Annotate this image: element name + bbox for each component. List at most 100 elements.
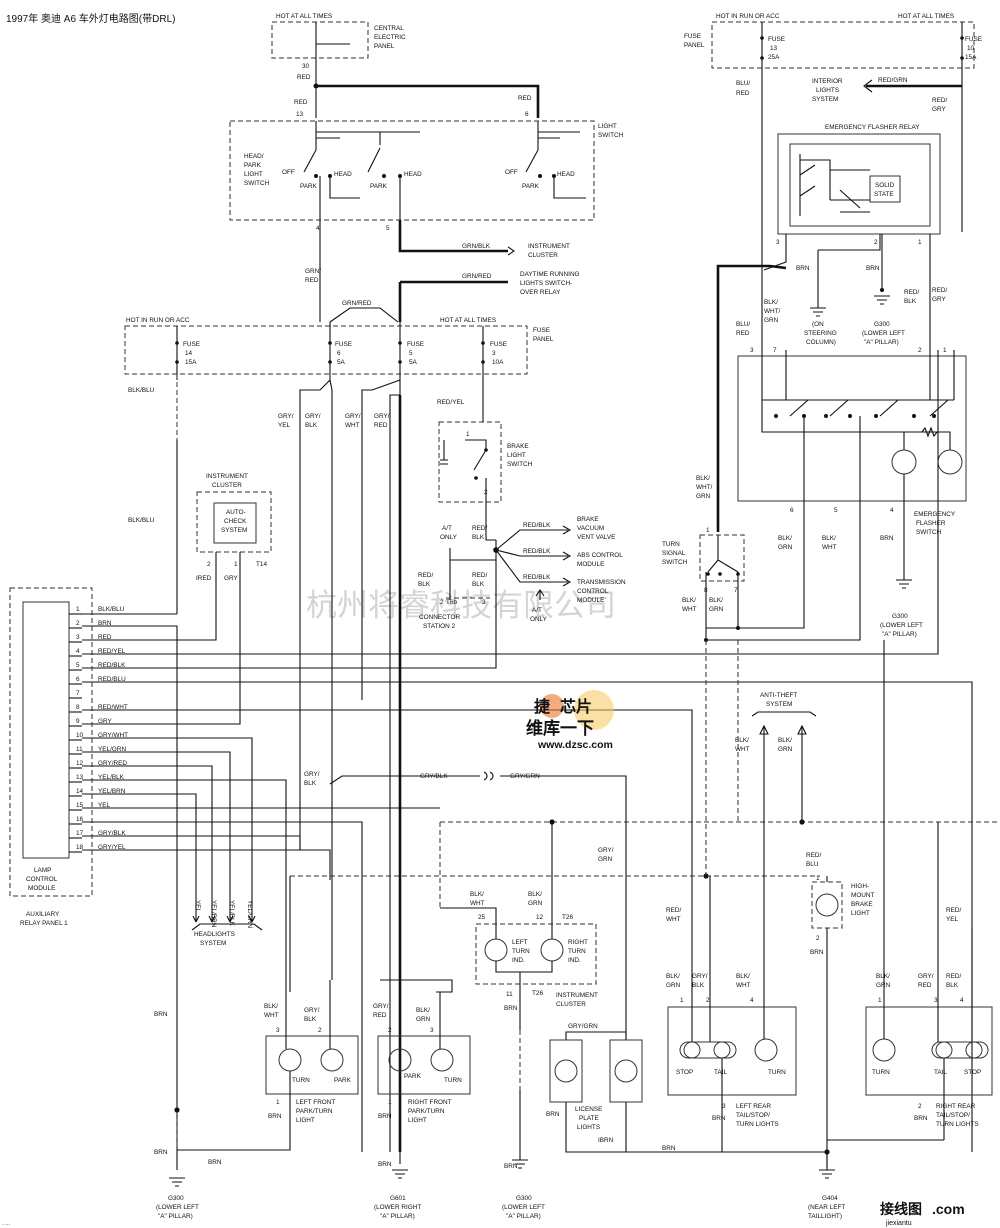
svg-text:BRAKE: BRAKE — [851, 901, 873, 908]
emergency-flasher-relay: EMERGENCY FLASHER RELAY SOLID STATE 3 2 … — [736, 120, 963, 350]
svg-text:INSTRUMENT: INSTRUMENT — [206, 473, 248, 480]
svg-text:EMERGENCY: EMERGENCY — [914, 511, 956, 518]
svg-text:GRY/GRN: GRY/GRN — [568, 1023, 598, 1030]
svg-text:(ON: (ON — [812, 321, 824, 328]
svg-text:(LOWER LEFT: (LOWER LEFT — [502, 1204, 545, 1211]
svg-text:GRN: GRN — [709, 606, 724, 613]
svg-text:RED/: RED/ — [806, 852, 821, 859]
svg-text:TURN: TURN — [512, 948, 530, 955]
svg-text:G300: G300 — [168, 1195, 184, 1202]
svg-text:GRY: GRY — [224, 575, 238, 582]
svg-text:RED/: RED/ — [472, 572, 487, 579]
svg-text:T26: T26 — [562, 914, 573, 921]
svg-text:LIGHT: LIGHT — [851, 910, 870, 917]
ground-g601: G601 (LOWER RIGHT "A" PILLAR) — [374, 1195, 421, 1220]
svg-text:PARK: PARK — [334, 1077, 352, 1084]
svg-text:GRN: GRN — [778, 544, 793, 551]
svg-text:(LOWER LEFT: (LOWER LEFT — [862, 330, 905, 337]
svg-text:GRY/: GRY/ — [304, 1007, 320, 1014]
svg-text:ONLY: ONLY — [530, 616, 548, 623]
svg-text:SWITCH: SWITCH — [244, 180, 270, 187]
svg-text:STATION 2: STATION 2 — [423, 623, 456, 630]
svg-text:SOLID: SOLID — [875, 182, 895, 189]
svg-text:VACUUM: VACUUM — [577, 525, 604, 532]
left-front-park-turn-light: BLK/ WHT GRY/ BLK 3 2 TURN PARK 1 LEFT F… — [264, 980, 359, 1124]
svg-text:ABS CONTROL: ABS CONTROL — [577, 552, 623, 559]
svg-text:BLK/: BLK/ — [822, 535, 836, 542]
svg-text:FUSE: FUSE — [768, 36, 785, 43]
svg-text:FLASHER: FLASHER — [916, 520, 946, 527]
svg-text:3: 3 — [750, 347, 754, 354]
svg-text:WHT/: WHT/ — [696, 484, 713, 491]
svg-text:RED: RED — [736, 330, 750, 337]
svg-text:YEL/BRN: YEL/BRN — [210, 900, 217, 928]
svg-text:1: 1 — [276, 1099, 280, 1106]
svg-text:BLK/: BLK/ — [682, 597, 696, 604]
svg-text:2: 2 — [207, 561, 211, 568]
svg-text:HEAD: HEAD — [404, 171, 422, 178]
svg-text:BLK: BLK — [692, 982, 705, 989]
svg-text:GRN: GRN — [666, 982, 681, 989]
svg-text:GRN/BLK: GRN/BLK — [462, 243, 491, 250]
svg-text:2: 2 — [874, 239, 878, 246]
svg-text:2: 2 — [440, 599, 444, 606]
svg-text:11: 11 — [506, 991, 513, 998]
lcm-pin-number: 18 — [76, 844, 84, 851]
svg-text:LIGHT: LIGHT — [598, 123, 617, 130]
svg-text:BLK: BLK — [472, 581, 485, 588]
svg-text:GRY/: GRY/ — [278, 413, 294, 420]
svg-text:GRY/: GRY/ — [598, 847, 614, 854]
svg-text:BRN: BRN — [504, 1163, 518, 1170]
svg-text:5: 5 — [409, 350, 413, 357]
svg-text:RED: RED — [736, 90, 750, 97]
svg-text:LIGHT: LIGHT — [408, 1117, 427, 1124]
svg-text:4: 4 — [316, 225, 320, 232]
svg-text:2: 2 — [706, 997, 710, 1004]
lcm-pin-wire-color: YEL/BLK — [98, 774, 125, 781]
svg-text:LICENSE: LICENSE — [575, 1106, 602, 1113]
svg-text:LEFT: LEFT — [512, 939, 528, 946]
svg-text:PARK/TURN: PARK/TURN — [296, 1108, 333, 1115]
lcm-pin-wire-color: RED/YEL — [98, 648, 126, 655]
svg-text:PARK/TURN: PARK/TURN — [408, 1108, 445, 1115]
svg-text:13: 13 — [770, 45, 778, 52]
lcm-pin-wire-color: RED/WHT — [98, 704, 128, 711]
svg-text:BLK/: BLK/ — [696, 475, 710, 482]
svg-text:····: ···· — [2, 1221, 11, 1228]
svg-text:RED/BLK: RED/BLK — [523, 548, 551, 555]
lcm-pin-number: 7 — [76, 690, 80, 697]
svg-text:IND.: IND. — [512, 957, 525, 964]
ground-g404: G404 (NEAR LEFT TAILLIGHT) — [808, 1195, 845, 1220]
lcm-pin-number: 2 — [76, 620, 80, 627]
svg-text:GRN/RED: GRN/RED — [462, 273, 492, 280]
svg-text:RED: RED — [373, 1012, 387, 1019]
svg-text:WHT: WHT — [345, 422, 360, 429]
svg-text:捷: 捷 — [534, 697, 551, 716]
lcm-pin-number: 14 — [76, 788, 84, 795]
light-switch: LIGHT SWITCH HEAD/ PARK LIGHT SWITCH OFF… — [229, 120, 624, 232]
svg-text:RED: RED — [918, 982, 932, 989]
svg-text:YEL/BLK: YEL/BLK — [228, 900, 235, 927]
svg-text:14: 14 — [185, 350, 193, 357]
svg-text:BRN: BRN — [712, 1115, 726, 1122]
svg-text:GRY/: GRY/ — [373, 1003, 389, 1010]
svg-text:GRN: GRN — [778, 746, 793, 753]
svg-text:TURN LIGHTS: TURN LIGHTS — [736, 1121, 779, 1128]
central-electric-panel: HOT AT ALL TIMES CENTRAL ELECTRIC PANEL … — [271, 13, 540, 118]
lcm-pin-number: 11 — [76, 746, 83, 753]
svg-text:T14: T14 — [256, 561, 267, 568]
lcm-pin-wire-color: GRY/BLK — [98, 830, 126, 837]
svg-text:RED/: RED/ — [418, 572, 433, 579]
svg-text:CONTROL: CONTROL — [26, 876, 58, 883]
svg-text:RED/GRN: RED/GRN — [878, 77, 908, 84]
svg-text:G404: G404 — [822, 1195, 838, 1202]
svg-text:CENTRAL: CENTRAL — [374, 25, 404, 32]
dzsc-logo: 捷 芯片 维库一下 www.dzsc.com — [526, 690, 614, 751]
svg-text:7: 7 — [773, 347, 777, 354]
lcm-pin-number: 15 — [76, 802, 84, 809]
lcm-pin-number: 6 — [76, 676, 80, 683]
svg-text:T26: T26 — [532, 990, 543, 997]
svg-text:PLATE: PLATE — [579, 1115, 599, 1122]
svg-text:(LOWER LEFT: (LOWER LEFT — [880, 622, 923, 629]
